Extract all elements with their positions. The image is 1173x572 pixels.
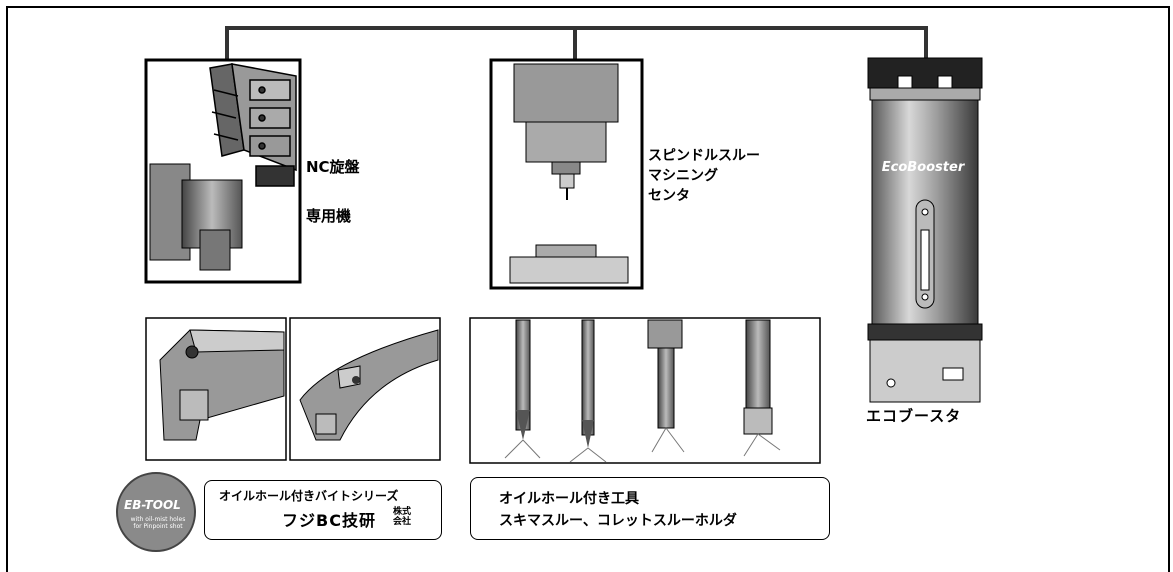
eb-tool-logo: EB-TOOL with oil-mist holes for Pinpoint…: [116, 472, 196, 552]
special-machine-label: 専用機: [306, 207, 352, 225]
pipe-connection: [225, 26, 928, 60]
oil-tools-line-2: スキマスルー、コレットスルーホルダ: [499, 513, 737, 529]
mc-line-2: マシニング: [648, 168, 718, 184]
bite-series-title: オイルホール付きバイトシリーズ: [219, 489, 399, 503]
company-name: フジBC技研: [282, 511, 376, 530]
oil-tools-line-1: オイルホール付き工具: [499, 491, 639, 507]
eb-tool-tagline: with oil-mist holes for Pinpoint shot: [130, 516, 186, 530]
oil-tools-illustration: [469, 317, 821, 464]
mc-line-3: センタ: [648, 188, 690, 204]
nc-lathe-illustration: [144, 58, 302, 284]
ecobooster-caption: エコブースタ: [866, 407, 962, 425]
nc-lathe-label: NC旋盤: [306, 158, 360, 176]
bite-series-box: オイルホール付きバイトシリーズ フジBC技研 株式会社: [204, 480, 442, 540]
ecobooster-illustration: [867, 57, 983, 403]
machining-center-label: スピンドルスルー マシニング センタ: [648, 146, 760, 206]
kabushiki-label: 株式会社: [393, 507, 412, 527]
oil-tools-box: オイルホール付き工具 スキマスルー、コレットスルーホルダ: [470, 477, 830, 540]
eb-tool-name: EB-TOOL: [124, 498, 181, 512]
diagram-frame: [6, 6, 1170, 572]
machining-center-illustration: [489, 58, 644, 290]
ecobooster-brand: EcoBooster: [881, 160, 965, 175]
bite-tools-illustration: [145, 317, 441, 461]
mc-line-1: スピンドルスルー: [648, 148, 760, 164]
